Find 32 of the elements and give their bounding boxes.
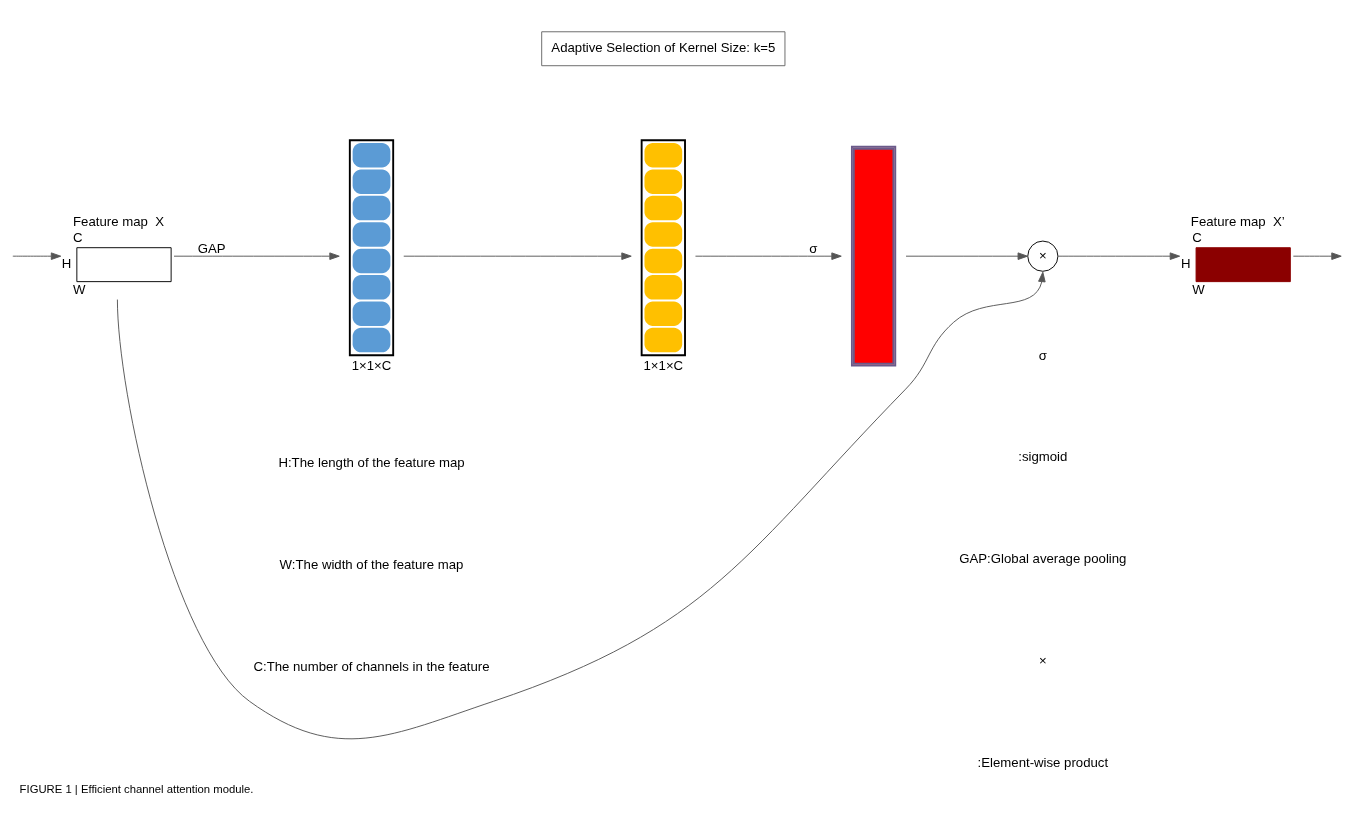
- node-label: Feature map X: [73, 213, 164, 229]
- edge-label: σ: [809, 240, 818, 256]
- label: σ: [1038, 347, 1047, 363]
- label: C:The number of channels in the feature: [253, 658, 490, 674]
- edge-label: GAP: [197, 240, 226, 256]
- node-label: W: [73, 281, 86, 297]
- arrow: [116, 271, 1046, 739]
- node-label: H: [61, 255, 72, 271]
- caption: FIGURE 1 | Efficient channel attention module.: [19, 782, 254, 795]
- arrow: [173, 251, 340, 260]
- label: GAP:Global average pooling: [959, 550, 1127, 566]
- arrow: [1292, 251, 1342, 260]
- arrow: [403, 251, 632, 260]
- node-label: H: [1180, 255, 1191, 271]
- node-label: W: [1192, 281, 1205, 297]
- arrow: [1057, 251, 1181, 260]
- label: W:The width of the feature map: [279, 556, 464, 572]
- label: :Element-wise product: [977, 754, 1109, 770]
- label: :sigmoid: [1018, 448, 1068, 464]
- node-bar: [348, 138, 395, 356]
- label: H:The length of the feature map: [278, 454, 465, 470]
- arrow: [695, 251, 842, 260]
- node-circle: ×: [1027, 240, 1059, 272]
- label: ×: [1038, 652, 1047, 668]
- arrow: [12, 251, 62, 260]
- node-label: C: [1192, 229, 1202, 245]
- node-box: Adaptive Selection of Kernel Size: k=5: [541, 30, 786, 66]
- node-label: Feature map X’: [1190, 213, 1285, 229]
- node-label: 1×1×C: [643, 357, 684, 373]
- node-label: C: [73, 229, 83, 245]
- arrow: [905, 251, 1028, 260]
- node-label: 1×1×C: [351, 357, 392, 373]
